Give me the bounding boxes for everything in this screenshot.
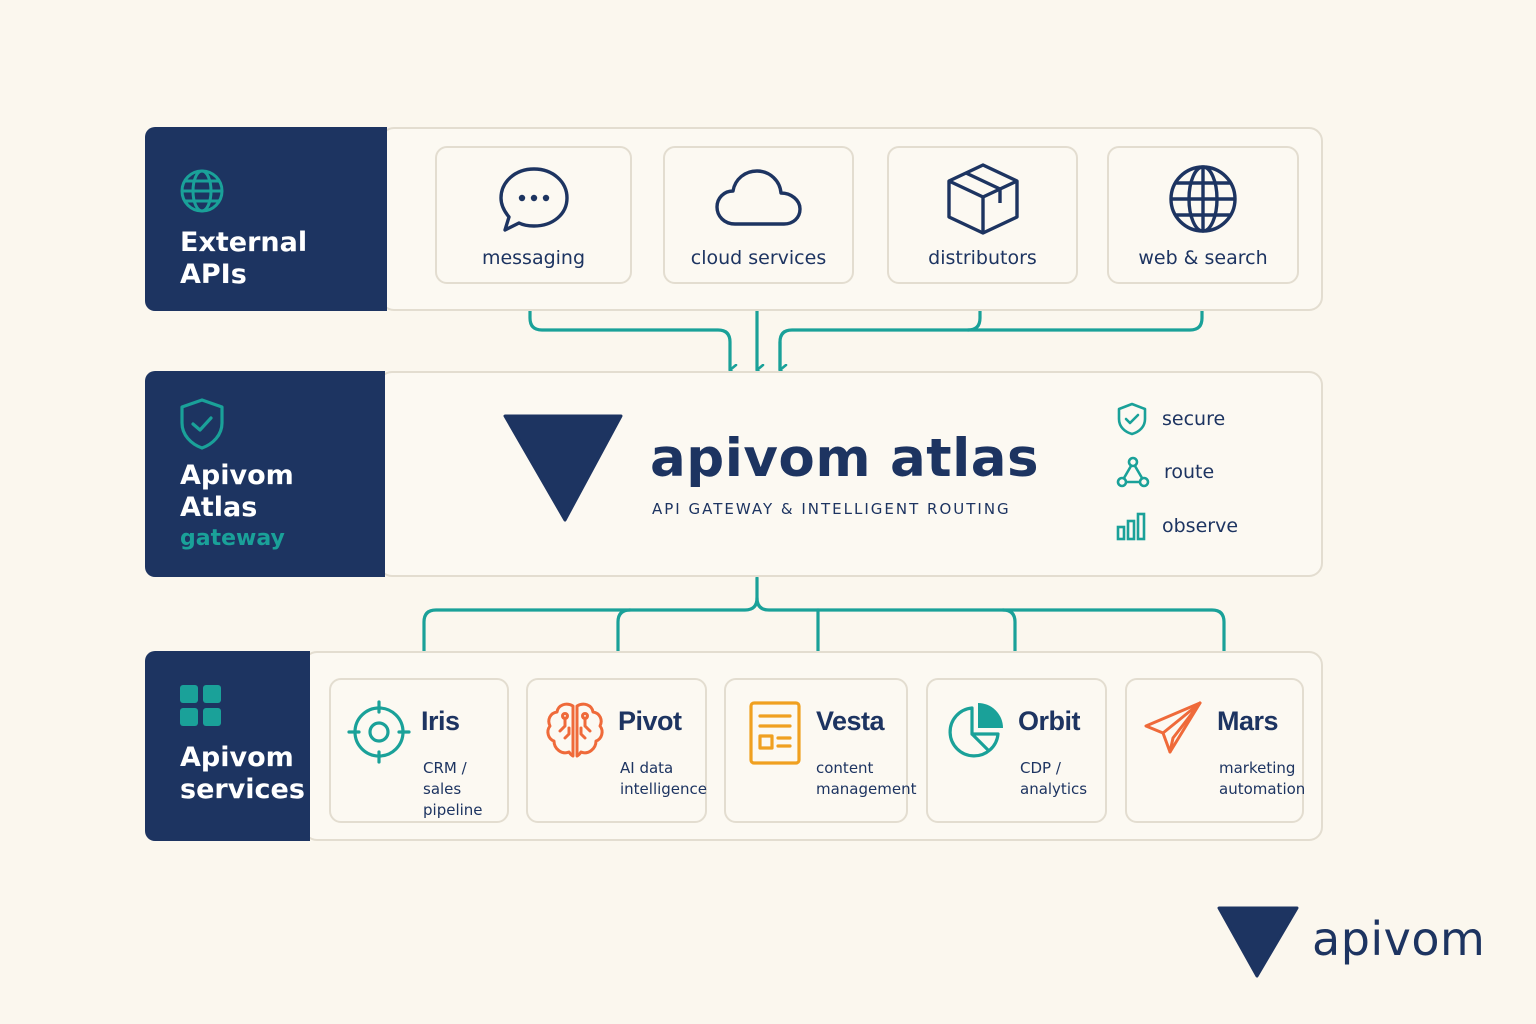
layer-title-line2: APIs	[180, 259, 247, 290]
paper-plane-icon	[1144, 701, 1202, 754]
service-name: Orbit	[1018, 706, 1081, 736]
service-card-orbit[interactable]: Orbit CDP /analytics	[926, 678, 1107, 823]
shield-check-icon	[180, 398, 224, 450]
target-icon	[347, 700, 411, 764]
layer-title-line1: External	[180, 227, 308, 258]
globe-icon	[1169, 165, 1237, 233]
layer-title-line1: Apivom	[180, 742, 294, 773]
api-card-label: distributors	[928, 247, 1037, 269]
service-name: Vesta	[816, 706, 885, 736]
brain-icon	[546, 702, 604, 758]
apivom-logo-triangle	[1217, 906, 1299, 978]
gateway-label: Apivom Atlas gateway	[145, 371, 385, 577]
brand-wordmark: apivom	[1312, 912, 1486, 966]
gateway-product-name: apivom atlas	[650, 428, 1040, 489]
pie-chart-icon	[948, 703, 1003, 758]
atlas-logo-triangle	[503, 414, 623, 522]
api-card-distributors[interactable]: distributors	[887, 146, 1078, 284]
service-description: CDP /analytics	[1020, 759, 1088, 798]
service-name: Mars	[1217, 706, 1279, 736]
api-card-label: messaging	[481, 247, 586, 269]
document-icon	[749, 701, 801, 765]
services-label: Apivom services	[145, 651, 310, 841]
service-name: Pivot	[618, 706, 682, 736]
feature-label: route	[1164, 461, 1215, 483]
api-card-web-search[interactable]: web & search	[1107, 146, 1299, 284]
feature-route: route	[1116, 456, 1214, 488]
feature-observe: observe	[1116, 511, 1238, 541]
grid-apps-icon	[180, 685, 221, 726]
package-box-icon	[946, 163, 1019, 235]
cloud-icon	[714, 169, 802, 226]
api-card-cloud-services[interactable]: cloud services	[663, 146, 854, 284]
route-nodes-icon	[1116, 456, 1150, 488]
api-card-label: web & search	[1138, 247, 1268, 269]
feature-label: observe	[1162, 515, 1239, 537]
layer-title-line1: Apivom	[180, 460, 294, 491]
globe-icon	[180, 169, 224, 213]
api-card-messaging[interactable]: messaging	[435, 146, 632, 284]
layer-title-line2: services	[180, 774, 305, 805]
service-name: Iris	[421, 706, 460, 736]
chat-bubble-icon	[498, 167, 569, 232]
layer-subtitle: gateway	[180, 526, 285, 551]
feature-secure: secure	[1116, 402, 1225, 436]
shield-check-icon	[1117, 402, 1147, 436]
api-card-label: cloud services	[690, 247, 827, 269]
bar-chart-icon	[1116, 512, 1146, 541]
gateway-tagline: API GATEWAY & INTELLIGENT ROUTING	[652, 500, 1011, 518]
external-apis-label: External APIs	[145, 127, 387, 311]
gateway-panel	[378, 371, 1323, 577]
feature-label: secure	[1162, 408, 1226, 430]
layer-title-line2: Atlas	[180, 492, 258, 523]
